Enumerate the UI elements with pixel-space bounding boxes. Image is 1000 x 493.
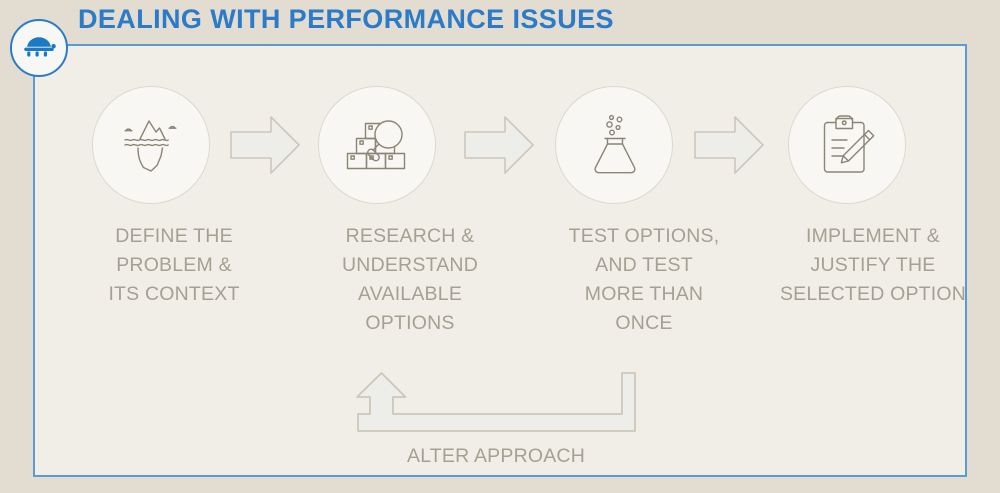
step-3-label-line-1: TEST OPTIONS, [568,225,720,247]
step-3-label-line-3: MORE THAN [584,283,704,305]
step-2-label: RESEARCH & UNDERSTAND AVAILABLE OPTIONS [285,222,535,338]
step-1-label-line-1: DEFINE THE [115,225,233,247]
process-steps-row [33,86,967,221]
connector-arrow-2 [463,113,535,177]
boxes-magnifier-icon [344,112,410,178]
clipboard-pencil-icon [814,112,880,178]
loop-back-arrow-icon [355,366,637,438]
step-2-label-line-4: OPTIONS [365,312,455,334]
connector-arrow-3 [693,113,765,177]
page-title: DEALING WITH PERFORMANCE ISSUES [78,4,614,34]
step-4-circle [788,86,906,204]
step-4-label-line-1: IMPLEMENT & [805,225,941,247]
flask-icon [581,112,647,178]
step-1-label-line-2: PROBLEM & [116,254,232,276]
loop-back-label: ALTER APPROACH [407,445,585,467]
step-2-label-line-1: RESEARCH & [345,225,475,247]
step-2-label-line-3: AVAILABLE [357,283,463,305]
step-1-circle [92,86,210,204]
step-1-label: DEFINE THE PROBLEM & ITS CONTEXT [55,222,293,309]
step-2-label-line-2: UNDERSTAND [342,254,478,276]
iceberg-icon [118,112,184,178]
turtle-icon [21,35,57,61]
logo-badge [10,19,68,77]
step-2-circle [318,86,436,204]
step-4-label-line-3: SELECTED OPTION [779,283,967,305]
step-1-label-line-3: ITS CONTEXT [108,283,240,305]
step-3-label-line-4: ONCE [615,312,673,334]
step-3-label-line-2: AND TEST [595,254,693,276]
step-3-label: TEST OPTIONS, AND TEST MORE THAN ONCE [519,222,769,338]
step-3-circle [555,86,673,204]
step-4-label: IMPLEMENT & JUSTIFY THE SELECTED OPTION [748,222,998,309]
connector-arrow-1 [229,113,301,177]
step-4-label-line-2: JUSTIFY THE [810,254,936,276]
